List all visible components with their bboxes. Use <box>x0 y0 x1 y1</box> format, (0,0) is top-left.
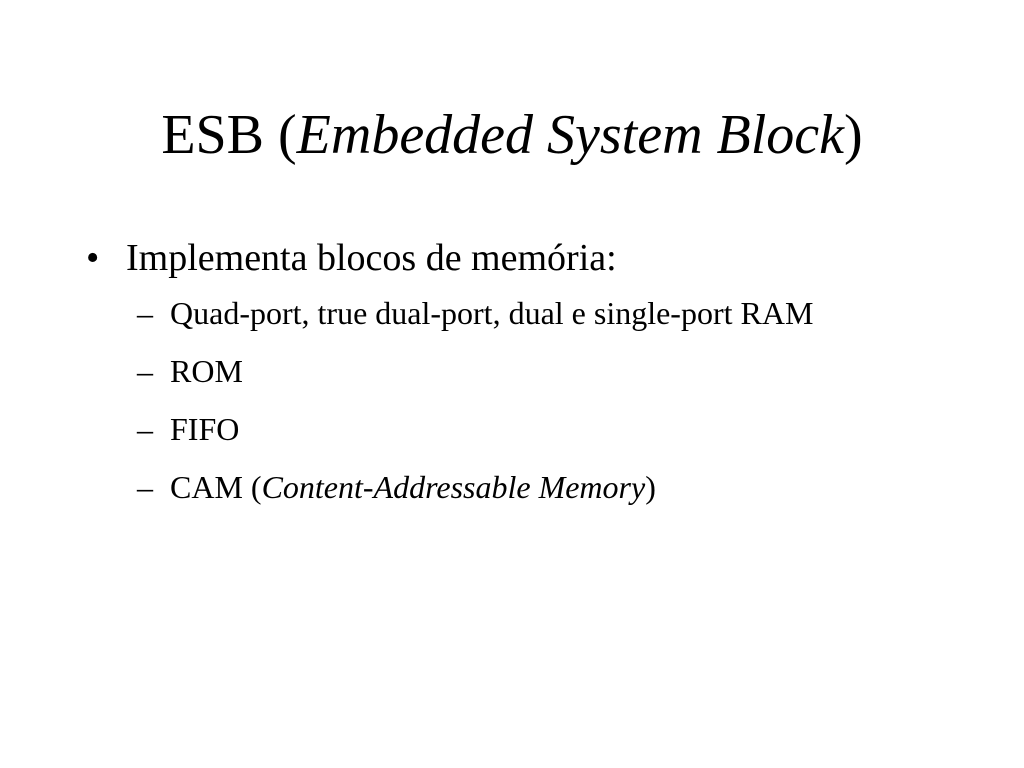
cam-prefix: CAM ( <box>170 469 262 505</box>
sub-item-text: FIFO <box>170 411 240 447</box>
sub-bullet-marker: – <box>137 295 153 331</box>
bullet-marker: • <box>86 237 100 279</box>
bullet-text: Implementa blocos de memória: <box>126 237 617 279</box>
sub-bullet-marker: – <box>137 353 153 389</box>
title-prefix: ESB ( <box>161 104 297 166</box>
slide-content: • Implementa blocos de memória: – Quad-p… <box>86 232 946 524</box>
sub-item-ram: – Quad-port, true dual-port, dual e sing… <box>86 292 946 334</box>
sub-item-fifo: – FIFO <box>86 408 946 450</box>
bullet-item-memory-blocks: • Implementa blocos de memória: <box>86 232 946 284</box>
sub-bullet-marker: – <box>137 411 153 447</box>
sub-bullet-list: – Quad-port, true dual-port, dual e sing… <box>86 292 946 508</box>
sub-item-text: ROM <box>170 353 243 389</box>
sub-item-text: Quad-port, true dual-port, dual e single… <box>170 295 814 331</box>
title-suffix: ) <box>844 104 863 166</box>
sub-item-rom: – ROM <box>86 350 946 392</box>
cam-emphasis: Content-Addressable Memory <box>261 469 646 505</box>
sub-item-text: CAM (Content-Addressable Memory) <box>170 466 890 508</box>
cam-suffix: ) <box>645 469 656 505</box>
sub-bullet-marker: – <box>137 469 153 505</box>
sub-item-cam: – CAM (Content-Addressable Memory) <box>86 466 946 508</box>
title-emphasis: Embedded System Block <box>296 104 845 166</box>
slide-title: ESB (Embedded System Block) <box>0 100 1024 170</box>
